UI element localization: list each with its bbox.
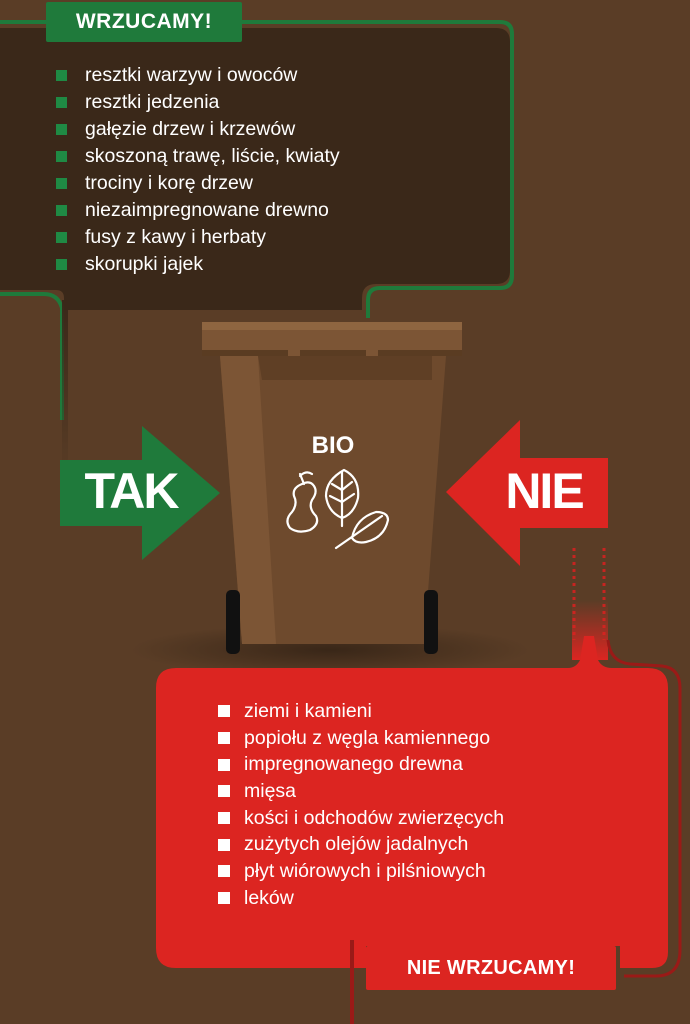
list-item: impregnowanego drewna xyxy=(218,751,504,778)
bullet-square-icon xyxy=(218,892,230,905)
forbidden-items-list: ziemi i kamieni popiołu z węgla kamienne… xyxy=(218,698,504,912)
bullet-square-icon xyxy=(218,838,230,851)
bullet-square-icon xyxy=(56,259,67,270)
tak-arrow xyxy=(60,426,220,560)
nie-wrzucamy-badge: NIE WRZUCAMY! xyxy=(366,946,616,990)
bullet-square-icon xyxy=(56,178,67,189)
list-item: trociny i korę drzew xyxy=(56,170,340,197)
bio-bin xyxy=(202,322,462,654)
list-item: leków xyxy=(218,885,504,912)
nie-arrow xyxy=(446,420,608,566)
bullet-square-icon xyxy=(218,865,230,878)
bullet-square-icon xyxy=(56,124,67,135)
list-item: zużytych olejów jadalnych xyxy=(218,831,504,858)
list-item: ziemi i kamieni xyxy=(218,698,504,725)
bullet-square-icon xyxy=(218,785,230,798)
bullet-square-icon xyxy=(218,758,230,771)
list-item: skoszoną trawę, liście, kwiaty xyxy=(56,143,340,170)
wrzucamy-badge: WRZUCAMY! xyxy=(46,2,242,42)
list-item: kości i odchodów zwierzęcych xyxy=(218,805,504,832)
list-item: resztki warzyw i owoców xyxy=(56,62,340,89)
bullet-square-icon xyxy=(56,70,67,81)
leaf-icon xyxy=(324,468,360,528)
bullet-square-icon xyxy=(218,812,230,825)
leaf-icon xyxy=(334,510,390,550)
list-item: płyt wiórowych i pilśniowych xyxy=(218,858,504,885)
top-box xyxy=(0,20,514,480)
list-item: gałęzie drzew i krzewów xyxy=(56,116,340,143)
bullet-square-icon xyxy=(218,732,230,745)
bullet-square-icon xyxy=(56,97,67,108)
list-item: skorupki jajek xyxy=(56,251,340,278)
list-item: resztki jedzenia xyxy=(56,89,340,116)
bottom-box xyxy=(156,636,682,1024)
tak-label: TAK xyxy=(84,463,179,519)
bullet-square-icon xyxy=(218,705,230,718)
bullet-square-icon xyxy=(56,205,67,216)
list-item: popiołu z węgla kamiennego xyxy=(218,725,504,752)
nie-label: NIE xyxy=(505,463,584,519)
bullet-square-icon xyxy=(56,232,67,243)
list-item: fusy z kawy i herbaty xyxy=(56,224,340,251)
allowed-items-list: resztki warzyw i owoców resztki jedzenia… xyxy=(56,62,340,278)
apple-core-icon xyxy=(286,471,319,533)
bin-label: BIO xyxy=(311,432,355,459)
list-item: niezaimpregnowane drewno xyxy=(56,197,340,224)
list-item: mięsa xyxy=(218,778,504,805)
bullet-square-icon xyxy=(56,151,67,162)
